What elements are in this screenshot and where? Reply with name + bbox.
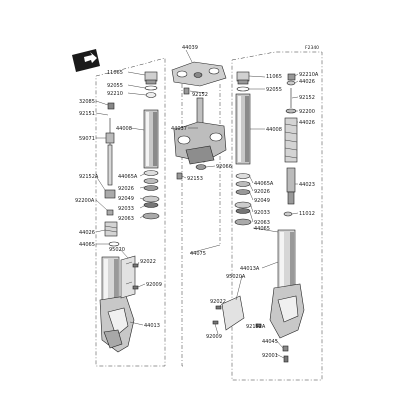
label-44008-left: 44008 — [116, 126, 132, 132]
label-92063-right: 92063 — [254, 220, 270, 226]
label-92152A-right: 92152A — [246, 324, 266, 330]
label-92033-left: 92033 — [118, 206, 134, 212]
label-32085: 32085 — [79, 99, 95, 105]
label-92066: 92066 — [216, 164, 232, 170]
assembly-outline-right — [231, 51, 323, 381]
label-92152-right: 92152 — [299, 95, 315, 101]
label-44008-right: 44008 — [266, 127, 282, 133]
label-92210A: 92210A — [299, 72, 319, 78]
label-44075: 44075 — [190, 251, 206, 257]
label-92151: 92151 — [79, 111, 95, 117]
label-95020: 95020 — [109, 247, 125, 253]
label-92200A: 92200A — [75, 198, 95, 204]
label-44026-left: 44026 — [79, 230, 95, 236]
label-44013-left: 44013 — [144, 323, 160, 329]
steering-stem-parts — [171, 61, 227, 180]
left-fork-parts — [99, 71, 160, 353]
label-44026-right-top: 44026 — [299, 79, 315, 85]
label-44065A-left: 44065A — [118, 174, 138, 180]
label-92055-right: 92055 — [266, 87, 282, 93]
front-arrow-icon — [72, 49, 100, 72]
label-11065-right: 11065 — [266, 74, 282, 80]
label-92022-left: 92022 — [140, 259, 156, 265]
label-92026-left: 92026 — [118, 186, 134, 192]
label-92001: 92001 — [262, 353, 278, 359]
ref-code: F2340 — [305, 45, 319, 51]
label-44045: 44045 — [262, 339, 278, 345]
label-92152-center: 92152 — [192, 92, 208, 98]
label-95020A: 95020A — [226, 274, 246, 280]
label-11012: 11012 — [299, 211, 315, 217]
label-92055-left: 92055 — [107, 83, 123, 89]
label-92033-right: 92033 — [254, 210, 270, 216]
label-92210-left: 92210 — [107, 91, 123, 97]
label-44065A-right: 44065A — [254, 181, 274, 187]
label-44013A: 44013A — [240, 266, 260, 272]
assembly-outline-left — [95, 57, 166, 367]
label-11065-left: 11065 — [107, 70, 123, 76]
label-92049-right: 92049 — [254, 198, 270, 204]
label-92009-left: 92009 — [146, 282, 162, 288]
label-44023: 44023 — [299, 182, 315, 188]
right-fork-parts — [212, 71, 305, 363]
label-92063-left: 92063 — [118, 216, 134, 222]
label-92009-right: 92009 — [206, 334, 222, 340]
label-44065-left: 44065 — [79, 242, 95, 248]
label-44026-right: 44026 — [299, 120, 315, 126]
label-92026-right: 92026 — [254, 189, 270, 195]
label-44065-right: 44065 — [254, 226, 270, 232]
label-44039: 44039 — [182, 45, 198, 51]
label-59071: 59071 — [79, 136, 95, 142]
part-labels: 44039 11065 92055 92210 32085 92151 4400… — [75, 45, 319, 359]
label-44037: 44037 — [171, 126, 187, 132]
leader-lines — [95, 49, 299, 359]
label-92022-right: 92022 — [210, 299, 226, 305]
label-92153-center: 92153 — [187, 176, 203, 182]
label-92152A-left: 92152A — [79, 174, 99, 180]
label-92049-left: 92049 — [118, 196, 134, 202]
label-92200: 92200 — [299, 109, 315, 115]
